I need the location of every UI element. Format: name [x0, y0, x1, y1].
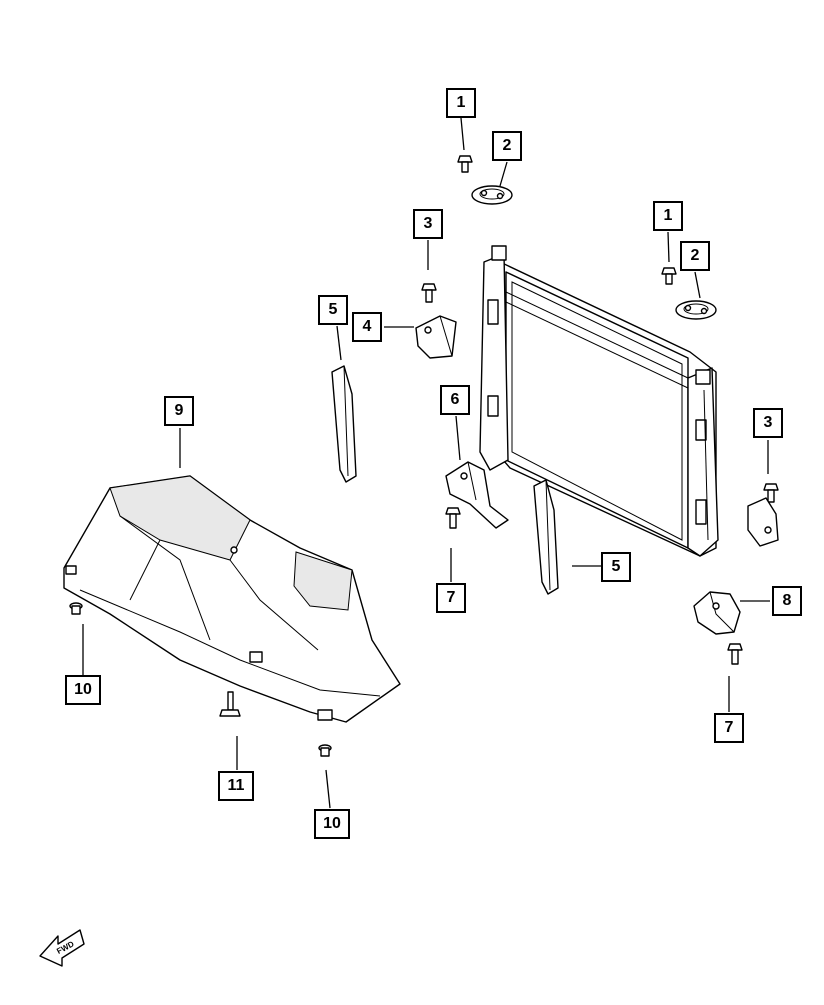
bracket-8 — [693, 591, 741, 635]
callout-1-lower: 1 — [653, 201, 683, 231]
screw-10b — [318, 744, 332, 757]
callout-10-left: 10 — [65, 675, 101, 705]
bolt-1a — [457, 155, 473, 173]
callout-5-upper: 5 — [318, 295, 348, 325]
forward-arrow-icon: FWD — [39, 929, 85, 967]
air-deflector-9 — [63, 475, 401, 723]
bolt-11 — [219, 691, 241, 717]
seal-5a — [331, 365, 357, 483]
bracket-6 — [445, 461, 509, 529]
callout-9: 9 — [164, 396, 194, 426]
callout-1-upper: 1 — [446, 88, 476, 118]
bolt-3a — [421, 283, 437, 303]
bolt-7b — [727, 643, 743, 665]
bolt-7a — [445, 507, 461, 529]
callout-3-lower: 3 — [753, 408, 783, 438]
radiator — [479, 245, 719, 557]
callout-7-lower: 7 — [714, 713, 744, 743]
callout-6: 6 — [440, 385, 470, 415]
callout-4: 4 — [352, 312, 382, 342]
callout-7-upper: 7 — [436, 583, 466, 613]
grommet-lower — [675, 300, 717, 320]
bolt-3b — [763, 483, 779, 503]
callout-5-lower: 5 — [601, 552, 631, 582]
callout-8: 8 — [772, 586, 802, 616]
screw-10a — [69, 602, 83, 615]
leader-lines — [82, 117, 770, 809]
grommet-upper — [471, 185, 513, 205]
bracket-3b — [747, 497, 779, 547]
callout-3-upper: 3 — [413, 209, 443, 239]
callout-2-upper: 2 — [492, 131, 522, 161]
bolt-1b — [661, 267, 677, 285]
callout-10-bottom: 10 — [314, 809, 350, 839]
bracket-4 — [415, 315, 457, 359]
callout-2-lower: 2 — [680, 241, 710, 271]
callout-11: 11 — [218, 771, 254, 801]
seal-5b — [533, 479, 559, 595]
